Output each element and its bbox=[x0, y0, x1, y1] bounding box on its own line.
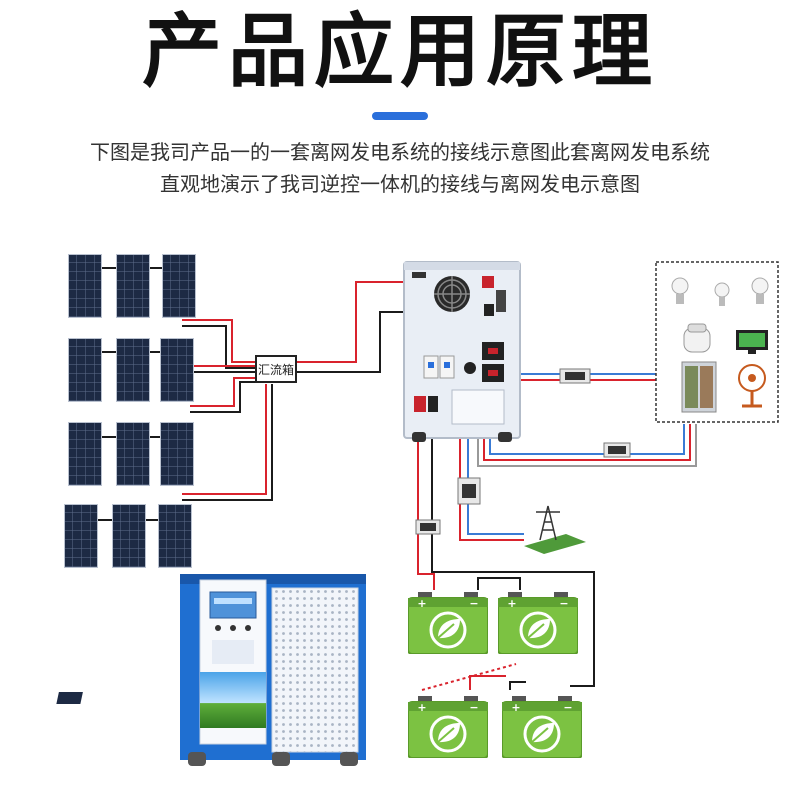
power-tower-icon bbox=[524, 505, 586, 554]
meter-ac-out bbox=[559, 368, 591, 384]
loads-panel bbox=[655, 261, 779, 423]
inverter-unit bbox=[403, 261, 521, 442]
tv-icon bbox=[736, 330, 768, 354]
controller-lcd bbox=[209, 591, 257, 619]
combiner-box-label: 汇流箱 bbox=[258, 362, 294, 377]
solar-panel-icon bbox=[64, 504, 98, 568]
ac-wiring bbox=[459, 373, 697, 541]
rice-cooker-icon bbox=[683, 323, 711, 353]
breaker-icon bbox=[423, 355, 455, 379]
fan-grille bbox=[434, 276, 470, 312]
meter-load-return bbox=[603, 442, 631, 458]
light-bulb-icon bbox=[751, 277, 769, 304]
solar-panel-array bbox=[64, 254, 196, 568]
solar-panel-icon bbox=[116, 338, 150, 402]
solar-panel-icon bbox=[158, 504, 192, 568]
solar-panel-icon bbox=[68, 338, 102, 402]
light-bulb-icon bbox=[671, 277, 689, 304]
solar-panel-icon bbox=[160, 338, 194, 402]
solar-panel-icon bbox=[68, 254, 102, 318]
panel-array-wiring bbox=[98, 267, 273, 521]
subtitle-line-2: 直观地演示了我司逆控一体机的接线与离网发电示意图 bbox=[160, 172, 640, 196]
inline-meters bbox=[415, 368, 631, 535]
power-switch bbox=[464, 362, 476, 374]
dc-positive-terminal bbox=[482, 276, 494, 288]
subtitle-line-1: 下图是我司产品一的一套离网发电系统的接线示意图此套离网发电系统 bbox=[90, 140, 710, 164]
mppt-controller-icon bbox=[56, 574, 366, 766]
solar-panel-icon bbox=[162, 254, 196, 318]
refrigerator-icon bbox=[681, 361, 717, 413]
solar-panel-icon bbox=[68, 422, 102, 486]
meter-battery bbox=[415, 519, 441, 535]
title-accent-bar bbox=[372, 112, 428, 120]
light-bulb-icon bbox=[714, 282, 730, 306]
controller-side-vents bbox=[271, 587, 359, 753]
fan-icon bbox=[738, 364, 766, 408]
battery-icon bbox=[502, 696, 582, 758]
dc-negative-terminal bbox=[484, 304, 494, 316]
combiner-box: 汇流箱 bbox=[255, 355, 297, 383]
battery-icon bbox=[408, 592, 488, 654]
combiner-box-icon bbox=[255, 355, 297, 383]
ac-socket-panel bbox=[482, 342, 504, 382]
battery-icon bbox=[408, 696, 488, 758]
meter-grid bbox=[457, 477, 481, 505]
battery-icon bbox=[498, 592, 578, 654]
solar-panel-icon bbox=[160, 422, 194, 486]
page-title: 产品应用原理 bbox=[142, 5, 658, 98]
solar-panel-icon bbox=[112, 504, 146, 568]
controller-solar-decal bbox=[200, 672, 266, 728]
solar-panel-icon bbox=[116, 422, 150, 486]
solar-panel-icon bbox=[116, 254, 150, 318]
